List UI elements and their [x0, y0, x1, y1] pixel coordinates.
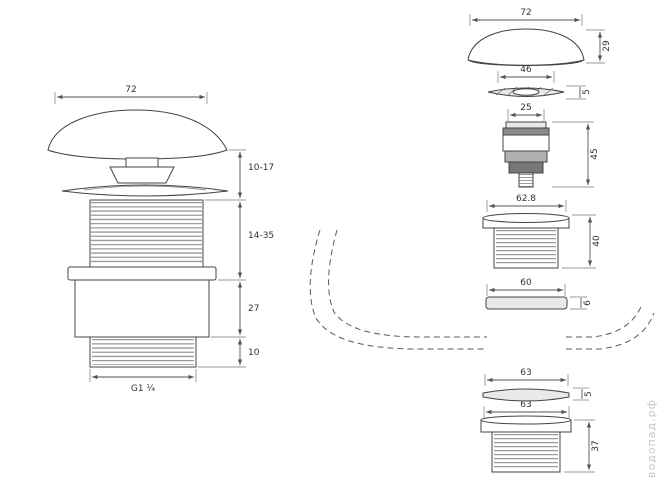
- dim-label-ring-height: 5: [582, 89, 592, 95]
- gasket-shape: [485, 296, 568, 310]
- dim-label-gasket-height: 6: [583, 300, 593, 306]
- ring-center-hole: [512, 88, 540, 96]
- part-decor-ring: 46 5: [487, 65, 592, 100]
- dim-label-locknut-width: 63: [520, 400, 531, 410]
- part-cap: 72 29: [467, 8, 612, 66]
- valve-mid-band: [504, 150, 548, 163]
- dim-label-thread: G1 ¼: [131, 384, 156, 394]
- dim-label-gasket-width: 60: [520, 278, 532, 288]
- cap2-dome: [467, 28, 585, 66]
- cap-cone: [109, 166, 175, 184]
- part-washer: 63 5: [482, 368, 594, 402]
- washer-shape: [482, 388, 570, 402]
- dim-label-h3: 27: [248, 304, 259, 314]
- assembled-view: 72 G1 ¼: [47, 85, 274, 394]
- flange-inner: [83, 185, 207, 191]
- valve-lower-block: [508, 161, 544, 174]
- thread-dimension: G1 ¼: [89, 369, 197, 394]
- dim-label-cap-width: 72: [520, 8, 531, 18]
- valve-stud: [518, 172, 534, 188]
- valve-upper-band: [502, 127, 550, 136]
- bottom-threaded-pipe: [89, 336, 197, 368]
- dim-label-cap-height: 29: [602, 40, 612, 52]
- part-valve-cartridge: 25 45: [502, 103, 600, 188]
- part-locknut: 63 37: [480, 400, 601, 473]
- locknut-threaded-body: [491, 431, 561, 473]
- dim-label-valve-width: 25: [520, 103, 531, 113]
- valve-body: [502, 134, 550, 152]
- dim-label-h1: 10-17: [248, 163, 274, 173]
- dim-label-valve-height: 45: [590, 148, 600, 159]
- dim-label-h4: 10: [248, 348, 260, 358]
- body-flange-top: [482, 213, 570, 223]
- middle-flange: [67, 266, 217, 281]
- body-threaded-pipe: [493, 227, 559, 269]
- lower-body: [74, 279, 210, 338]
- dim-label-body-height: 40: [592, 235, 602, 247]
- assembled-height-dimensions: 10-17 14-35 27 10: [198, 149, 274, 368]
- cap-dome: [47, 109, 228, 160]
- sink-profile-dashed: [309, 229, 655, 350]
- dim-label-ring-width: 46: [520, 65, 532, 75]
- cap-neck: [125, 157, 159, 168]
- part-drain-body: 62.8 40: [482, 194, 602, 269]
- valve-top-plate: [505, 121, 547, 129]
- dim-label-h2: 14-35: [248, 231, 274, 241]
- exploded-view: 72 29 46 5: [467, 8, 612, 473]
- dim-label-body-width: 62.8: [516, 194, 536, 204]
- watermark-text: водопад.рф: [645, 399, 658, 478]
- dim-label-washer-width: 63: [520, 368, 531, 378]
- dim-label-width: 72: [125, 85, 136, 95]
- locknut-flange-top: [480, 415, 572, 425]
- dim-label-washer-height: 5: [584, 391, 594, 397]
- dim-label-locknut-height: 37: [591, 440, 601, 451]
- part-rubber-gasket: 60 6: [485, 278, 593, 310]
- assembled-width-dimension: 72: [54, 85, 208, 104]
- flange-outer: [61, 184, 229, 197]
